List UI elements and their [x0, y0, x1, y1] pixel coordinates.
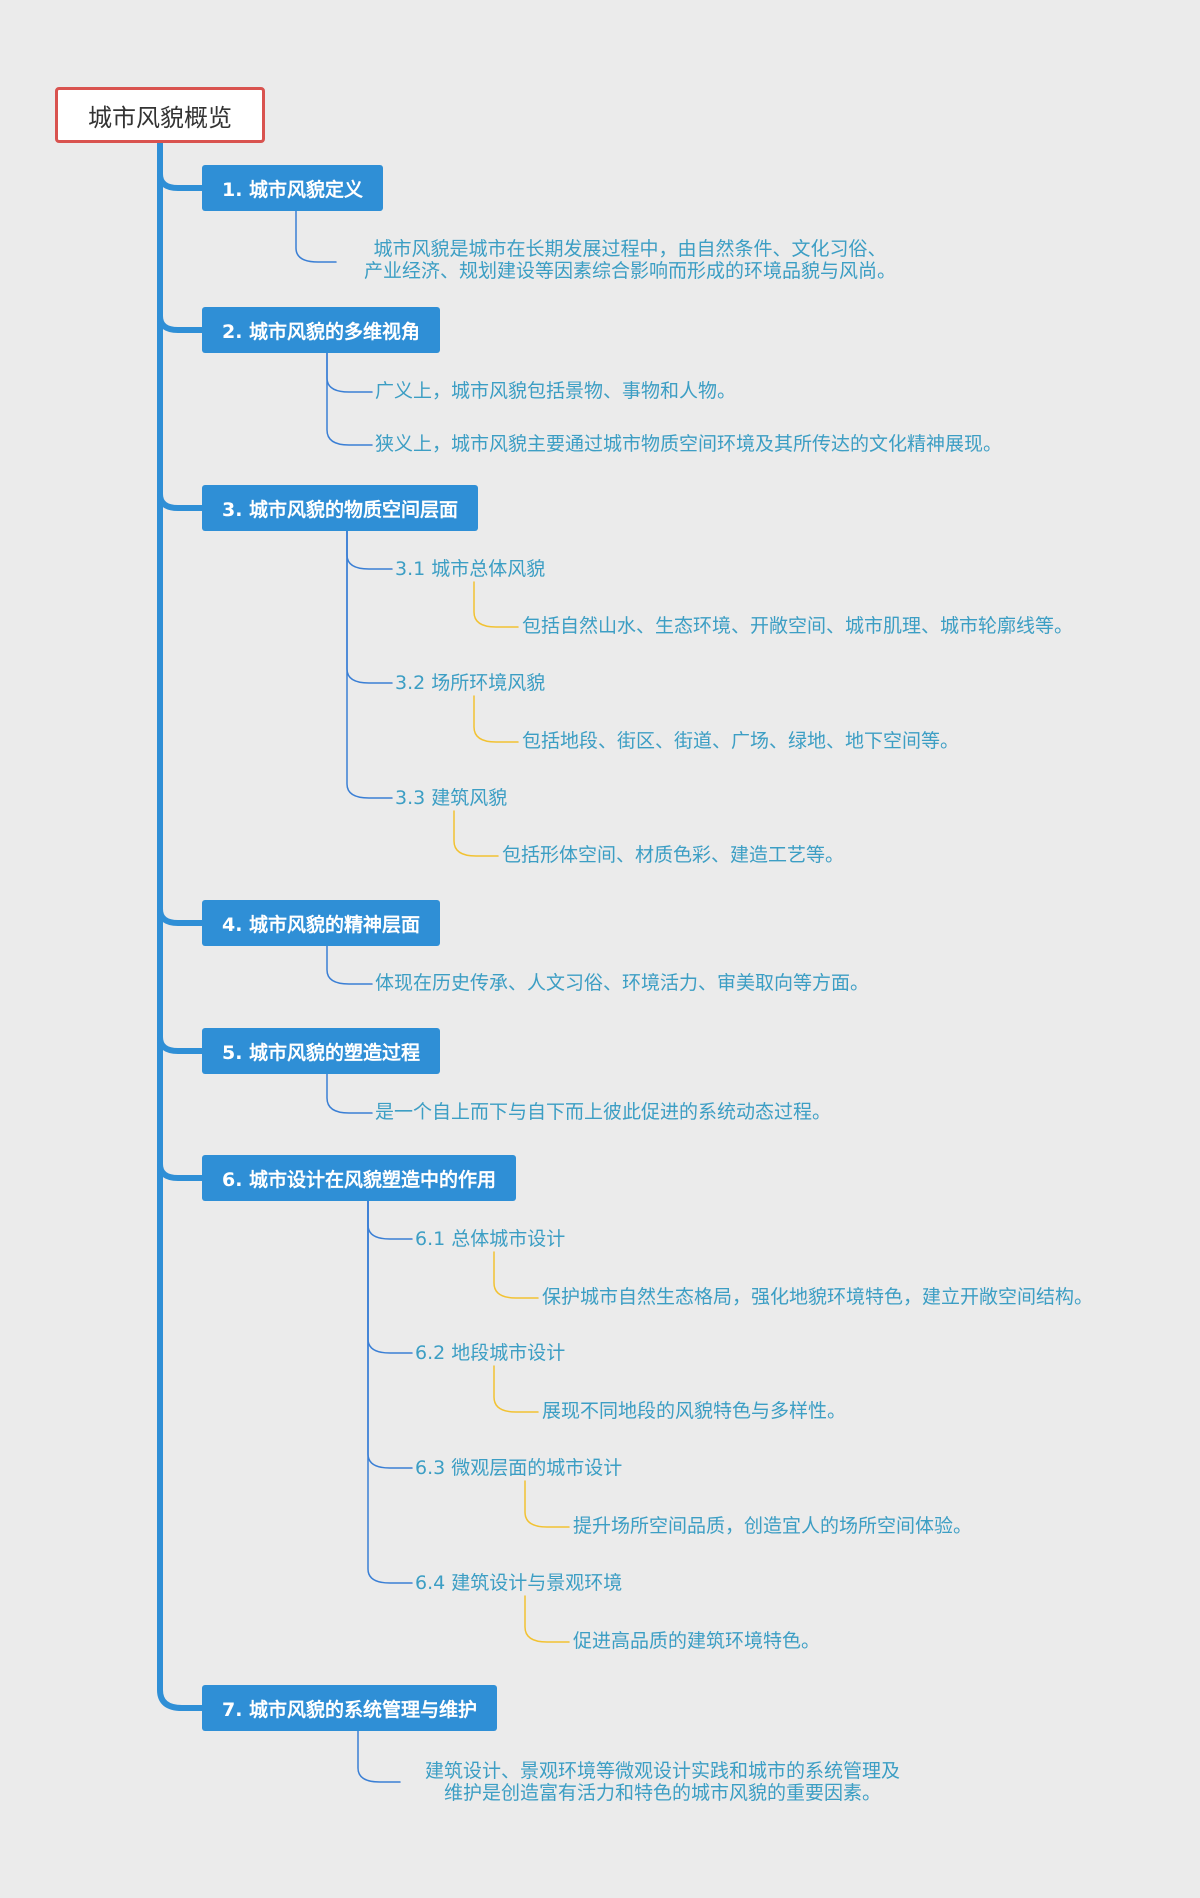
subsection-6-1-label: 6.1 总体城市设计 [415, 1228, 566, 1250]
section-6-label: 6. 城市设计在风貌塑造中的作用 [222, 1168, 497, 1191]
section-7-node[interactable]: 7. 城市风貌的系统管理与维护 [202, 1685, 498, 1731]
subsection-3-2-detail: 包括地段、街区、街道、广场、绿地、地下空间等。 [522, 730, 960, 752]
subsection-3-3-label: 3.3 建筑风貌 [395, 787, 508, 809]
link-2-text-1 [326, 352, 373, 393]
subsection-6-3-label: 6.3 微观层面的城市设计 [415, 1457, 623, 1479]
link-6-1 [367, 1200, 413, 1240]
link-6-2 [367, 1200, 413, 1354]
section-3-node[interactable]: 3. 城市风貌的物质空间层面 [202, 485, 479, 531]
subsection-3-3-detail: 包括形体空间、材质色彩、建造工艺等。 [502, 844, 845, 866]
root-title: 城市风貌概览 [88, 103, 232, 132]
link-6-3-detail [524, 1480, 570, 1528]
link-3-1 [346, 530, 393, 570]
link-3-3 [346, 530, 393, 799]
section-1-text: 城市风貌是城市在长期发展过程中，由自然条件、文化习俗、 产业经济、规划建设等因素… [363, 238, 896, 282]
link-4-text [326, 945, 373, 985]
trunk-branch-2 [157, 313, 205, 333]
subsection-3-2-label: 3.2 场所环境风貌 [395, 672, 546, 694]
section-5-node[interactable]: 5. 城市风貌的塑造过程 [202, 1028, 441, 1074]
link-6-1-detail [493, 1251, 539, 1299]
section-2-text-1: 广义上，城市风貌包括景物、事物和人物。 [375, 380, 737, 402]
link-3-2 [346, 530, 393, 684]
section-7-label: 7. 城市风貌的系统管理与维护 [222, 1698, 478, 1721]
section-4-text: 体现在历史传承、人文习俗、环境活力、审美取向等方面。 [375, 972, 870, 994]
link-7-text [357, 1730, 401, 1783]
section-5-text: 是一个自上而下与自下而上彼此促进的系统动态过程。 [375, 1101, 832, 1123]
link-3-3-detail [453, 810, 499, 857]
section-5-label: 5. 城市风貌的塑造过程 [222, 1041, 421, 1064]
section-2-label: 2. 城市风貌的多维视角 [222, 320, 421, 343]
link-6-4-detail [524, 1595, 570, 1643]
link-6-3 [367, 1200, 413, 1469]
subsection-6-2-label: 6.2 地段城市设计 [415, 1342, 566, 1364]
root-node[interactable]: 城市风貌概览 [55, 87, 265, 143]
section-6-node[interactable]: 6. 城市设计在风貌塑造中的作用 [202, 1155, 517, 1201]
subsection-3-1-label: 3.1 城市总体风貌 [395, 558, 546, 580]
subsection-6-4-detail: 促进高品质的建筑环境特色。 [573, 1630, 821, 1652]
section-3-label: 3. 城市风貌的物质空间层面 [222, 498, 459, 521]
section-1-label: 1. 城市风貌定义 [222, 178, 364, 201]
link-1-text [295, 210, 337, 263]
subsection-6-2-detail: 展现不同地段的风貌特色与多样性。 [542, 1400, 847, 1422]
section-2-node[interactable]: 2. 城市风貌的多维视角 [202, 307, 441, 353]
section-2-text-2: 狭义上，城市风貌主要通过城市物质空间环境及其所传达的文化精神展现。 [375, 433, 1003, 455]
trunk-branch-6 [157, 1161, 205, 1181]
trunk-branch-3 [157, 491, 205, 511]
subsection-6-3-detail: 提升场所空间品质，创造宜人的场所空间体验。 [573, 1515, 973, 1537]
trunk-branch-1 [157, 171, 205, 191]
subsection-6-4-label: 6.4 建筑设计与景观环境 [415, 1572, 623, 1594]
link-2-text-2 [326, 352, 373, 446]
link-5-text [326, 1073, 373, 1114]
link-6-2-detail [493, 1365, 539, 1413]
section-7-text: 建筑设计、景观环境等微观设计实践和城市的系统管理及 维护是创造富有活力和特色的城… [424, 1760, 900, 1804]
trunk-branch-4 [157, 906, 205, 926]
section-4-node[interactable]: 4. 城市风貌的精神层面 [202, 900, 441, 946]
trunk-line [157, 140, 205, 1711]
subsection-3-1-detail: 包括自然山水、生态环境、开敞空间、城市肌理、城市轮廓线等。 [522, 615, 1074, 637]
section-1-node[interactable]: 1. 城市风貌定义 [202, 165, 384, 211]
subsection-6-1-detail: 保护城市自然生态格局，强化地貌环境特色，建立开敞空间结构。 [542, 1286, 1094, 1308]
section-4-label: 4. 城市风貌的精神层面 [222, 913, 421, 936]
link-6-4 [367, 1200, 413, 1584]
trunk-branch-5 [157, 1034, 205, 1054]
link-3-1-detail [473, 581, 519, 628]
link-3-2-detail [473, 695, 519, 743]
